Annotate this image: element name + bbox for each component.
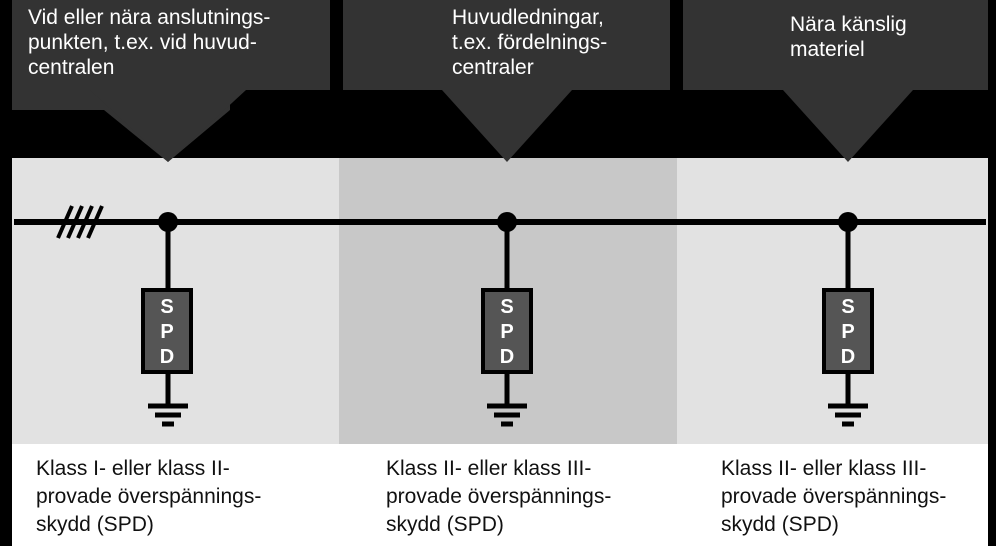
spd-letter-d-3: D bbox=[841, 346, 855, 368]
ground-symbol-1 bbox=[148, 403, 188, 427]
spd-caption-3: Klass II- eller klass III- provade övers… bbox=[721, 457, 947, 536]
spd-letter-s-1: S bbox=[160, 296, 173, 318]
arrow-label-1: Vid eller nära anslutnings- punkten, t.e… bbox=[28, 6, 271, 79]
spd-letter-s-2: S bbox=[500, 296, 513, 318]
spd-branch-2: S P D bbox=[481, 212, 533, 427]
ground-symbol-2 bbox=[487, 403, 527, 427]
spd-letter-p-3: P bbox=[841, 321, 854, 343]
spd-branch-1: S P D bbox=[141, 212, 193, 427]
spd-branch-3: S P D bbox=[822, 212, 874, 427]
phase-hash-marks bbox=[56, 205, 104, 239]
spd-letter-d-2: D bbox=[500, 346, 514, 368]
spd-caption-2: Klass II- eller klass III- provade övers… bbox=[386, 457, 612, 536]
spd-letter-d-1: D bbox=[160, 346, 174, 368]
spd-letter-s-3: S bbox=[841, 296, 854, 318]
spd-letter-p-2: P bbox=[500, 321, 513, 343]
ground-symbol-3 bbox=[828, 403, 868, 427]
arrow-label-3: Nära känslig materiel bbox=[790, 13, 907, 61]
spd-box-1 bbox=[141, 288, 193, 374]
arrow-3 bbox=[683, 0, 988, 162]
caption-area bbox=[12, 444, 988, 546]
spd-caption-1: Klass I- eller klass II- provade överspä… bbox=[36, 457, 262, 536]
spd-box-2 bbox=[481, 288, 533, 374]
arrow-1 bbox=[12, 0, 330, 162]
arrow-2 bbox=[343, 0, 670, 162]
arrow-label-2: Huvudledningar, t.ex. fördelnings- centr… bbox=[452, 6, 608, 79]
spd-letter-p-1: P bbox=[160, 321, 173, 343]
